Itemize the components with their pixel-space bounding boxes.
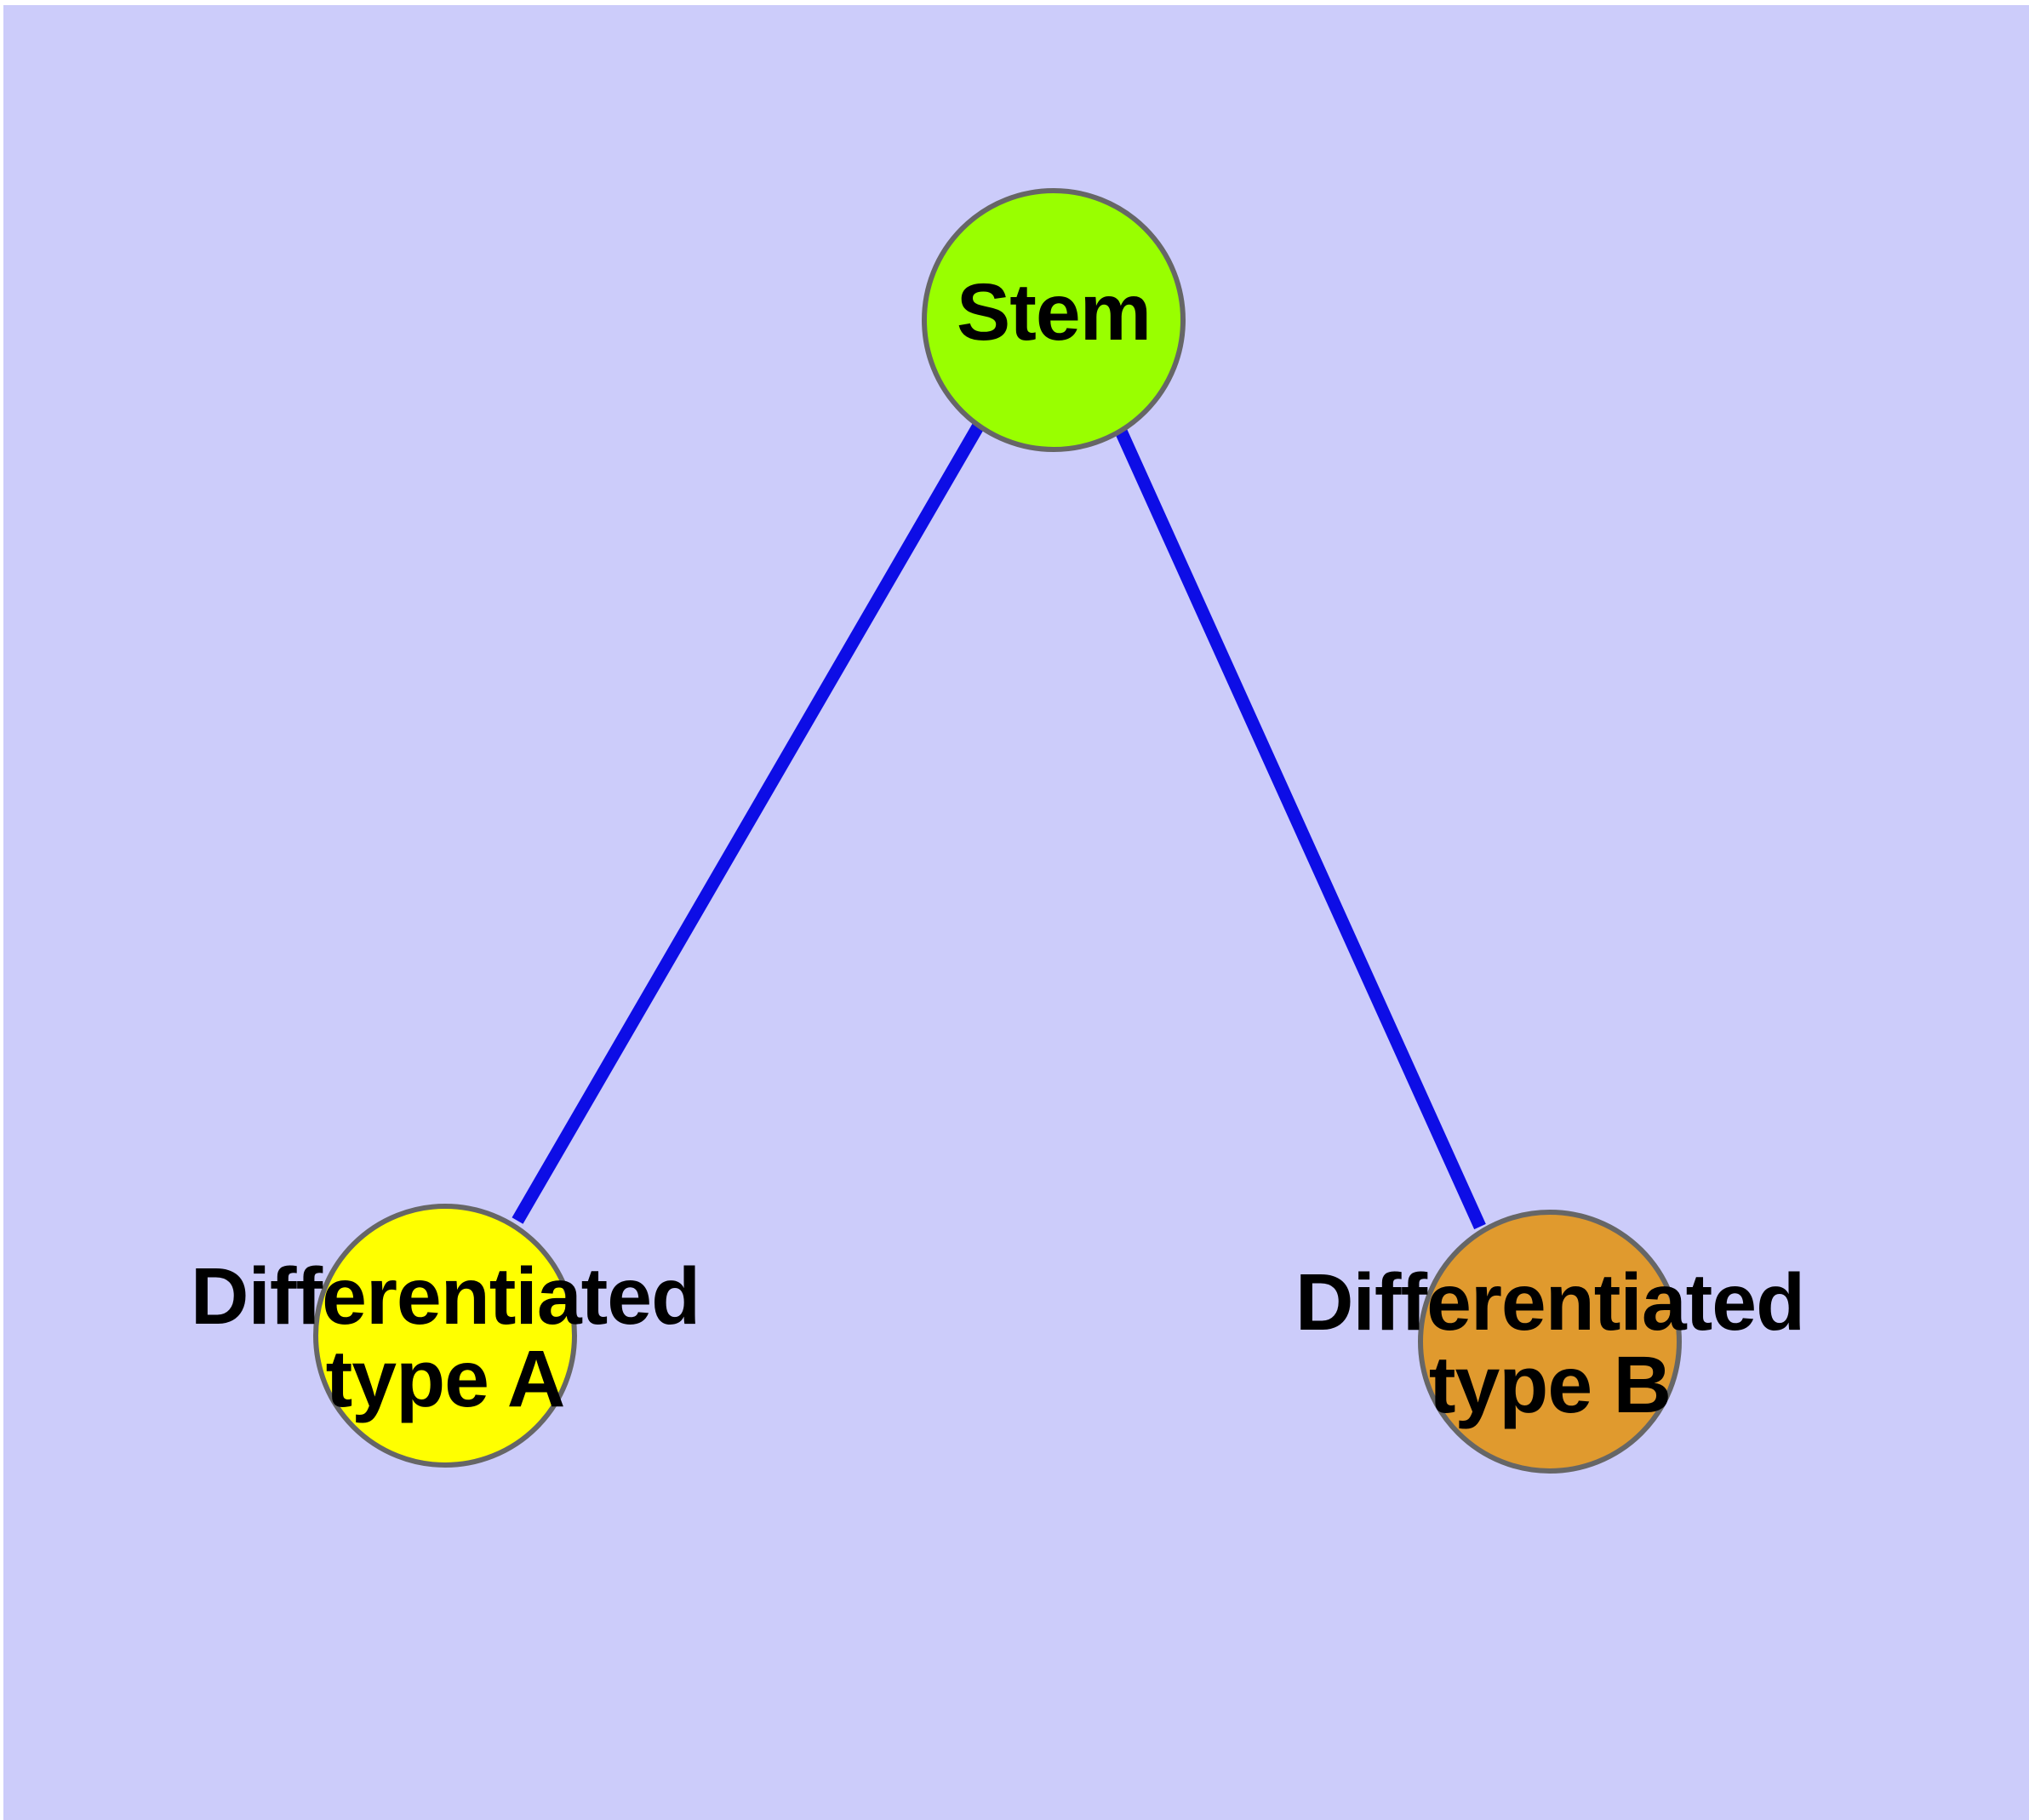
node-stem[interactable] (922, 188, 1186, 452)
node-label-differentiated-type-b: Differentiated type B (1209, 1262, 1890, 1427)
node-label-line: type B (1428, 1339, 1672, 1430)
edge-stem-to-differentiated-type-b (1113, 424, 1486, 1230)
node-label-stem: Stem (926, 272, 1181, 354)
edge-stem-to-differentiated-type-a (512, 421, 986, 1224)
node-label-differentiated-type-a: Differentiated type A (105, 1256, 786, 1421)
graph-plot-area: Differentiated type A Differentiated typ… (3, 5, 2029, 1820)
node-differentiated-type-b[interactable] (1418, 1210, 1682, 1474)
edge-layer (512, 421, 1486, 1230)
node-label-line: Stem (956, 267, 1152, 358)
node-differentiated-type-a[interactable] (313, 1204, 577, 1468)
node-label-line: type A (325, 1333, 566, 1424)
node-label-line: Differentiated (190, 1251, 700, 1342)
node-label-line: Differentiated (1295, 1257, 1805, 1348)
